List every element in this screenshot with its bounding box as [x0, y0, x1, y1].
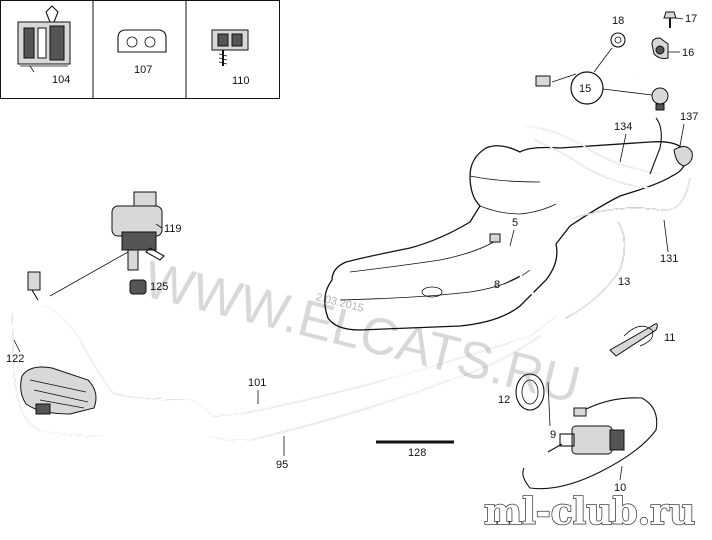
callout-15-circle — [570, 71, 604, 105]
part-104-connector-block[interactable] — [17, 5, 71, 73]
callout-10: 10 — [614, 482, 626, 494]
callout-17: 17 — [685, 13, 697, 25]
callout-9: 9 — [550, 429, 556, 441]
part-15-vent-hose[interactable] — [506, 51, 669, 113]
brand-logo: ml-club.ru — [484, 491, 695, 533]
part-18-clamp[interactable] — [610, 32, 626, 48]
callout-12: 12 — [498, 394, 510, 406]
callout-137: 137 — [680, 111, 698, 123]
callout-5: 5 — [512, 217, 518, 229]
callout-18: 18 — [612, 15, 624, 27]
line-134-feed-lines[interactable] — [525, 117, 662, 189]
part-17-screw[interactable] — [663, 11, 677, 28]
callout-11: 11 — [664, 332, 675, 344]
intake-manifold[interactable] — [20, 366, 97, 415]
part-9-fuel-filter[interactable] — [547, 425, 625, 455]
line-101-fuel-feed[interactable] — [43, 305, 557, 417]
callout-16: 16 — [682, 47, 694, 59]
part-11-cable-tie[interactable] — [609, 323, 658, 357]
callout-122: 122 — [6, 353, 24, 365]
part-number-104: 104 — [52, 74, 70, 86]
callout-131: 131 — [660, 253, 678, 265]
part-10-filter-line[interactable] — [522, 397, 658, 490]
line-95-fuel-return[interactable] — [11, 311, 541, 442]
parts-header-table — [0, 0, 280, 99]
callout-95: 95 — [276, 459, 288, 471]
callout-125: 125 — [150, 281, 168, 293]
callout-134: 134 — [614, 121, 632, 133]
callout-15: 15 — [579, 83, 591, 95]
callout-13: 13 — [618, 276, 630, 288]
part-119-valve[interactable] — [111, 191, 165, 271]
part-110-clip-screw[interactable] — [211, 29, 249, 66]
part-16-holder[interactable] — [651, 37, 669, 59]
part-number-107: 107 — [134, 64, 152, 76]
part-122-connector[interactable] — [27, 271, 41, 301]
part-107-pipe-clip[interactable] — [117, 29, 167, 53]
line-13[interactable] — [565, 221, 626, 319]
line-8-connector[interactable] — [489, 233, 550, 317]
callout-128: 128 — [408, 447, 426, 459]
callout-8: 8 — [494, 279, 500, 291]
line-131-return[interactable] — [573, 177, 691, 219]
fuel-tank[interactable] — [324, 141, 687, 331]
part-125-cap[interactable] — [129, 279, 147, 295]
callout-119: 119 — [164, 223, 182, 235]
part-number-110: 110 — [232, 75, 250, 87]
part-12-hose-clamp[interactable] — [515, 373, 545, 411]
part-137-filler-fitting[interactable] — [673, 146, 693, 167]
callout-101: 101 — [248, 377, 266, 389]
